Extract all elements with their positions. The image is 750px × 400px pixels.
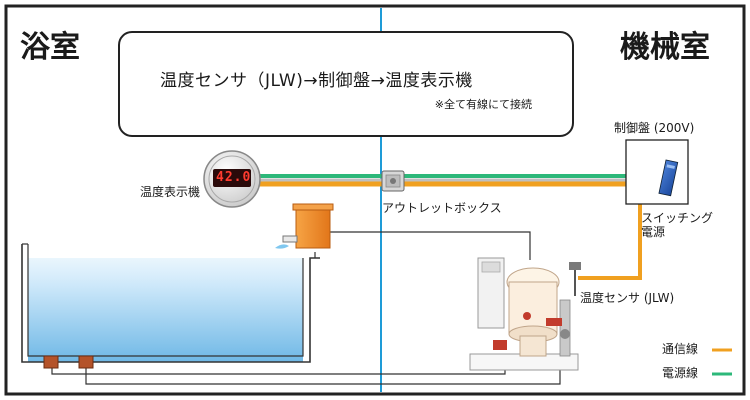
bathtub — [21, 243, 320, 369]
flow-summary-text: 温度センサ（JLW)→制御盤→温度表示機 — [160, 71, 473, 91]
pipe-bottom — [85, 360, 561, 385]
flow-summary-note: ※全て有線にて接続 — [434, 98, 532, 111]
room-label-bathroom: 浴室 — [20, 30, 80, 65]
label-temperature-sensor: 温度センサ (JLW) — [580, 291, 675, 305]
label-temperature-display: 温度表示機 — [140, 185, 201, 199]
label-switching-power: スイッチング 電源 — [641, 211, 714, 240]
label-control-panel: 制御盤 (200V) — [614, 121, 695, 135]
outer-frame — [4, 4, 746, 396]
control-panel — [625, 139, 689, 205]
legend-signal-label: 通信線 — [662, 342, 699, 356]
pipe-return — [330, 231, 531, 260]
filtration-unit — [469, 257, 581, 371]
temperature-display-device — [203, 150, 261, 208]
signal-line-to-sensor — [578, 184, 642, 280]
outlet-box — [381, 170, 405, 192]
display-reading: 42.0 — [216, 170, 252, 185]
legend-power-label: 電源線 — [662, 366, 699, 380]
flow-summary-box: 温度センサ（JLW)→制御盤→温度表示機 ※全て有線にて接続 — [118, 31, 574, 137]
label-outlet-box: アウトレットボックス — [382, 201, 502, 215]
room-label-machine-room: 機械室 — [620, 30, 710, 65]
makeup-tank — [282, 203, 334, 249]
